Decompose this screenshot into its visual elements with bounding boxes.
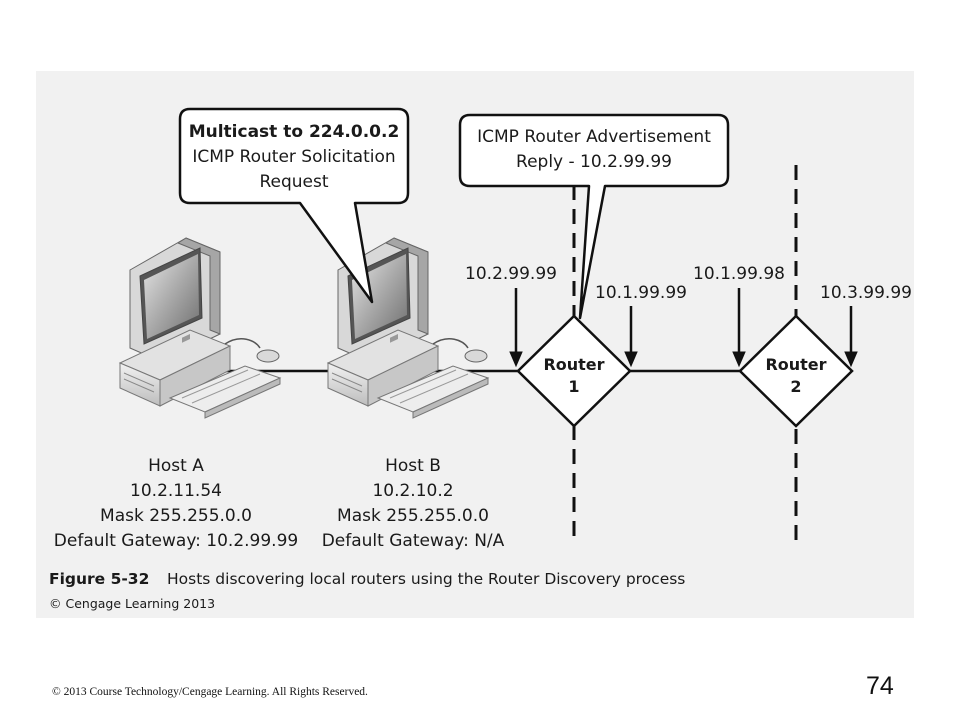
router-2-diamond xyxy=(738,314,854,428)
host-a-mask: Mask 255.255.0.0 xyxy=(100,506,252,526)
router-2-number: 2 xyxy=(790,377,801,396)
host-b-name: Host B xyxy=(385,456,441,476)
host-a-computer-icon xyxy=(119,237,281,419)
solicitation-line-2: ICMP Router Solicitation xyxy=(192,147,395,167)
host-a-name: Host A xyxy=(148,456,204,476)
router-2-left-ip: 10.1.99.98 xyxy=(693,264,785,284)
solicitation-callout-bubble xyxy=(178,107,410,304)
router-1-number: 1 xyxy=(568,377,579,396)
advertisement-line-2: Reply - 10.2.99.99 xyxy=(516,152,672,172)
router-1-right-ip: 10.1.99.99 xyxy=(595,283,687,303)
advertisement-line-1: ICMP Router Advertisement xyxy=(477,127,711,147)
host-b-gateway: Default Gateway: N/A xyxy=(322,531,505,551)
solicitation-line-3: Request xyxy=(259,172,328,192)
router-1-label: Router xyxy=(543,355,604,374)
host-b-mask: Mask 255.255.0.0 xyxy=(337,506,489,526)
solicitation-line-1: Multicast to 224.0.0.2 xyxy=(189,122,400,142)
page-number: 74 xyxy=(866,672,894,700)
figure-caption-label: Figure 5-32 xyxy=(49,570,149,588)
host-b-ip: 10.2.10.2 xyxy=(372,481,453,501)
router-1-diamond xyxy=(516,314,632,428)
footer-copyright: © 2013 Course Technology/Cengage Learnin… xyxy=(52,686,368,698)
figure-credit: © Cengage Learning 2013 xyxy=(49,596,215,611)
router-2-label: Router xyxy=(765,355,826,374)
host-a-ip: 10.2.11.54 xyxy=(130,481,222,501)
advertisement-callout-bubble xyxy=(458,113,730,320)
router-1-left-ip: 10.2.99.99 xyxy=(465,264,557,284)
router-2-right-ip: 10.3.99.99 xyxy=(820,283,912,303)
host-a-gateway: Default Gateway: 10.2.99.99 xyxy=(54,531,298,551)
figure-caption-text: Hosts discovering local routers using th… xyxy=(167,570,685,588)
